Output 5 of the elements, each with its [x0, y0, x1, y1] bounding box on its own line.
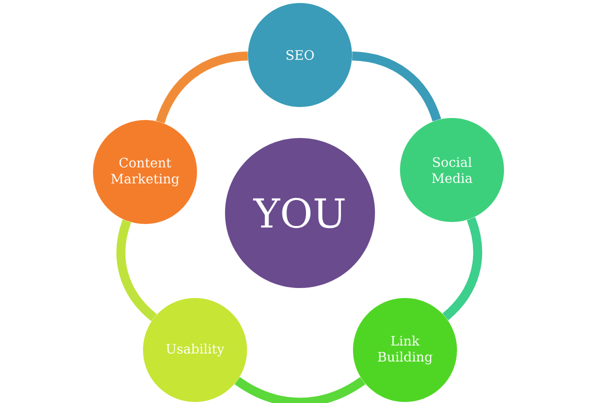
ring-arc [352, 52, 442, 122]
ring-arc [116, 220, 157, 322]
ring-arc [234, 376, 366, 403]
ring-arc [442, 217, 482, 320]
ring-arc [156, 51, 248, 124]
